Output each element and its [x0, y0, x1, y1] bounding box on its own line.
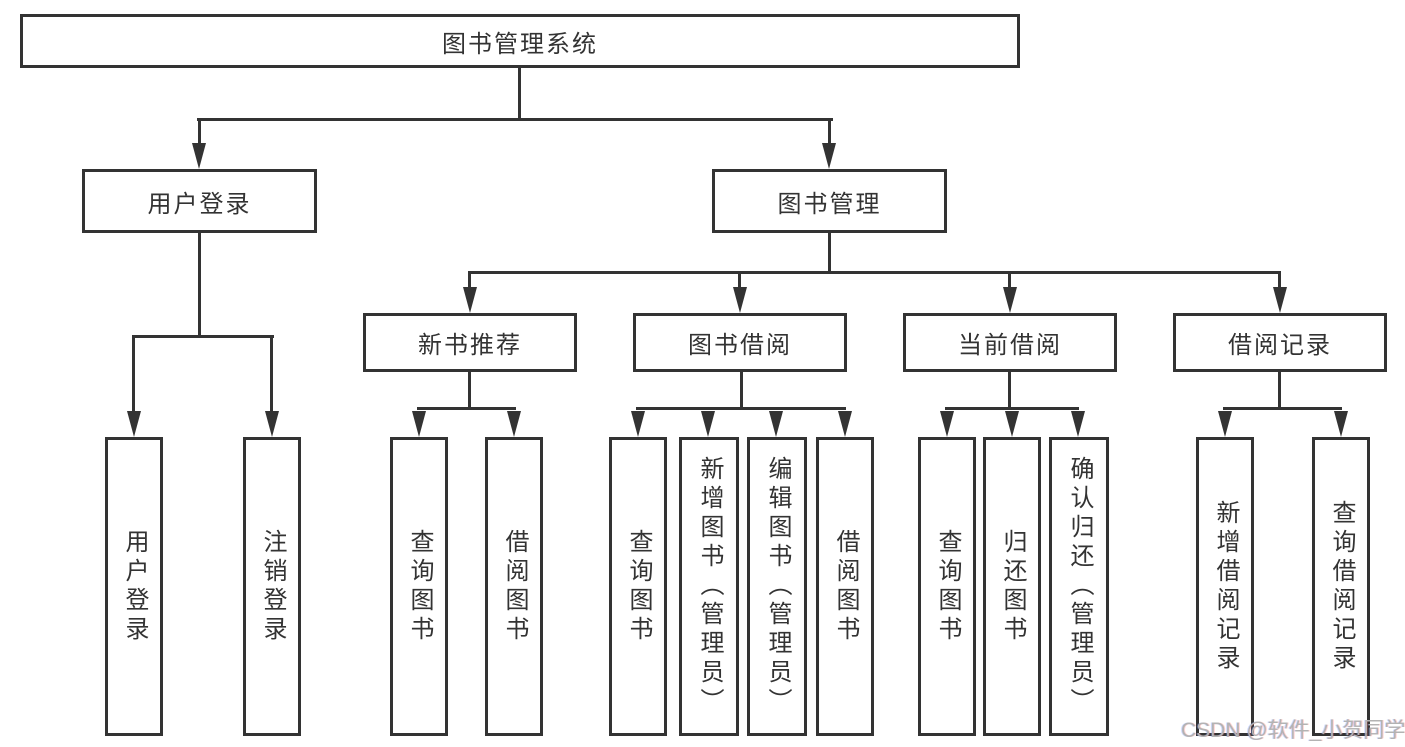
leaf-confirm-return-admin-label: 确认归还（管理员）: [1066, 456, 1093, 717]
arrowhead-down-icon: [631, 411, 645, 437]
leaf-query-borrow-record-label: 查询借阅记录: [1328, 499, 1355, 674]
connector-line: [468, 271, 471, 292]
arrowhead-down-icon: [463, 287, 477, 313]
node-book-borrow: 图书借阅: [633, 313, 847, 372]
node-root: 图书管理系统: [20, 14, 1020, 68]
arrowhead-down-icon: [1003, 287, 1017, 313]
leaf-confirm-return-admin: 确认归还（管理员）: [1049, 437, 1109, 736]
arrowhead-down-icon: [1273, 287, 1287, 313]
arrowhead-down-icon: [1005, 411, 1019, 437]
connector-line: [1008, 271, 1011, 292]
connector-line: [636, 407, 846, 410]
connector-line: [828, 233, 831, 274]
leaf-add-book-admin: 新增图书（管理员）: [679, 437, 739, 736]
leaf-query-borrow-record: 查询借阅记录: [1312, 437, 1370, 736]
connector-line: [1223, 407, 1342, 410]
node-book-borrow-label: 图书借阅: [688, 332, 792, 359]
arrowhead-down-icon: [701, 411, 715, 437]
leaf-user-login: 用户登录: [105, 437, 163, 736]
arrowhead-down-icon: [265, 411, 279, 437]
arrowhead-down-icon: [1334, 411, 1348, 437]
leaf-return-book: 归还图书: [983, 437, 1041, 736]
node-book-management: 图书管理: [712, 169, 947, 233]
connector-line: [1278, 372, 1281, 410]
arrowhead-down-icon: [769, 411, 783, 437]
arrowhead-down-icon: [127, 411, 141, 437]
node-new-book-recommend: 新书推荐: [363, 313, 577, 372]
connector-line: [945, 407, 1079, 410]
connector-line: [198, 118, 201, 146]
leaf-add-borrow-record: 新增借阅记录: [1196, 437, 1254, 736]
connector-line: [518, 68, 521, 120]
leaf-logout-label: 注销登录: [259, 528, 286, 645]
leaf-query-books-recommend: 查询图书: [390, 437, 448, 736]
node-book-management-label: 图书管理: [777, 190, 882, 218]
arrowhead-down-icon: [822, 143, 836, 169]
node-user-login: 用户登录: [82, 169, 317, 233]
leaf-add-book-admin-label: 新增图书（管理员）: [696, 456, 723, 717]
connector-line: [198, 233, 201, 337]
node-user-login-label: 用户登录: [147, 190, 252, 218]
leaf-query-books-recommend-label: 查询图书: [406, 528, 433, 645]
csdn-watermark: CSDN @软件_小贺同学: [1181, 719, 1405, 742]
leaf-user-login-label: 用户登录: [121, 528, 148, 645]
connector-line: [468, 372, 471, 410]
node-root-label: 图书管理系统: [442, 30, 598, 58]
leaf-borrow-books-borrow: 借阅图书: [816, 437, 874, 736]
connector-line: [132, 335, 135, 413]
node-current-borrow-label: 当前借阅: [958, 332, 1062, 359]
connector-line: [417, 407, 516, 410]
connector-line: [197, 118, 833, 121]
connector-line: [1278, 271, 1281, 292]
connector-line: [740, 372, 743, 410]
connector-line: [270, 335, 273, 413]
leaf-query-books-current-label: 查询图书: [934, 528, 961, 645]
leaf-query-books-borrow: 查询图书: [609, 437, 667, 736]
arrowhead-down-icon: [940, 411, 954, 437]
arrowhead-down-icon: [1218, 411, 1232, 437]
connector-line: [1008, 372, 1011, 410]
arrowhead-down-icon: [838, 411, 852, 437]
leaf-borrow-books-recommend-label: 借阅图书: [501, 528, 528, 645]
connector-line: [828, 118, 831, 146]
arrowhead-down-icon: [412, 411, 426, 437]
arrowhead-down-icon: [192, 143, 206, 169]
leaf-borrow-books-borrow-label: 借阅图书: [832, 528, 859, 645]
leaf-logout: 注销登录: [243, 437, 301, 736]
leaf-add-borrow-record-label: 新增借阅记录: [1212, 499, 1239, 674]
leaf-query-books-current: 查询图书: [918, 437, 976, 736]
node-current-borrow: 当前借阅: [903, 313, 1117, 372]
arrowhead-down-icon: [507, 411, 521, 437]
leaf-edit-book-admin-label: 编辑图书（管理员）: [764, 456, 791, 717]
leaf-borrow-books-recommend: 借阅图书: [485, 437, 543, 736]
connector-line: [132, 335, 274, 338]
leaf-edit-book-admin: 编辑图书（管理员）: [747, 437, 807, 736]
node-borrow-records: 借阅记录: [1173, 313, 1387, 372]
arrowhead-down-icon: [733, 287, 747, 313]
leaf-return-book-label: 归还图书: [999, 528, 1026, 645]
connector-line: [468, 271, 1281, 274]
leaf-query-books-borrow-label: 查询图书: [625, 528, 652, 645]
arrowhead-down-icon: [1071, 411, 1085, 437]
node-new-book-recommend-label: 新书推荐: [418, 332, 522, 359]
connector-line: [738, 271, 741, 292]
node-borrow-records-label: 借阅记录: [1228, 332, 1332, 359]
